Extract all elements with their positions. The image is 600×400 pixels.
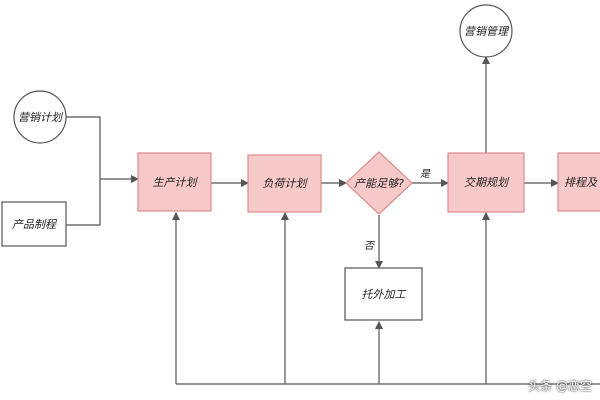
- node-sales-mgmt-label: 营销管理: [464, 25, 510, 38]
- edge-label-yes: 是: [420, 169, 431, 180]
- node-sales-mgmt: 营销管理: [459, 4, 513, 58]
- node-production-plan: 生产计划: [137, 152, 212, 212]
- node-outsource-label: 托外加工: [362, 288, 407, 301]
- node-capacity-check-label: 产能足够?: [354, 177, 404, 190]
- node-product-process-label: 产品制程: [12, 218, 58, 231]
- node-product-process: 产品制程: [1, 201, 67, 247]
- edge-sales-plan: [66, 116, 101, 179]
- node-production-plan-label: 生产计划: [153, 176, 199, 189]
- node-capacity-check: 产能足够?: [345, 151, 413, 215]
- edge-product-process: [66, 179, 101, 226]
- watermark: 头条 @恋空: [528, 379, 592, 393]
- node-load-plan: 负荷计划: [247, 154, 322, 213]
- node-load-plan-label: 负荷计划: [263, 177, 309, 190]
- node-scheduling: 排程及: [557, 152, 600, 212]
- node-scheduling-label: 排程及: [564, 176, 598, 189]
- edge-label-no: 否: [364, 241, 376, 252]
- node-sales-plan-label: 营销计划: [18, 111, 64, 124]
- node-delivery-plan: 交期规划: [447, 152, 525, 213]
- node-outsource: 托外加工: [344, 267, 423, 321]
- node-sales-plan: 营销计划: [13, 90, 67, 144]
- connectors: [66, 56, 600, 385]
- node-delivery-plan-label: 交期规划: [464, 176, 510, 189]
